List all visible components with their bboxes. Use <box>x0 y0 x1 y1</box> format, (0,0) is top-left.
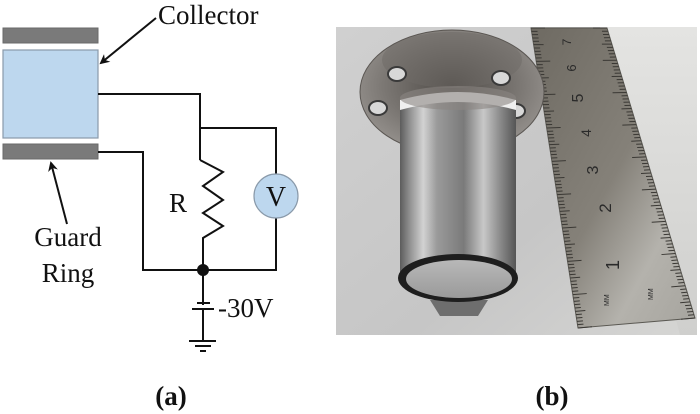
ruler-numeral: 6 <box>564 64 579 71</box>
collector-label: Collector <box>158 0 258 30</box>
resistor-label: R <box>169 188 187 218</box>
ruler-tick <box>688 314 695 316</box>
guard-ring-label-line2: Ring <box>42 258 95 288</box>
ruler-numeral: 5 <box>570 93 587 102</box>
ruler-tick <box>670 269 681 271</box>
collector-wire <box>98 93 201 160</box>
collector-arrow <box>99 17 157 65</box>
ruler-tick <box>557 193 572 196</box>
ruler-unit-mark-right: MM <box>648 288 655 300</box>
ruler-tick <box>576 320 583 322</box>
ruler-tick <box>632 156 647 159</box>
ruler-tick <box>671 285 686 288</box>
probe-body <box>398 86 518 316</box>
flange-hole <box>491 70 511 86</box>
panel-label-b: (b) <box>536 381 569 411</box>
ruler-tick <box>577 326 592 329</box>
guard-ring-plate <box>2 143 99 160</box>
ruler-tick <box>575 310 586 312</box>
collector-electrode <box>2 49 99 139</box>
top-guard-plate <box>2 27 99 44</box>
ruler-tick <box>577 323 584 326</box>
ruler-tick <box>551 160 566 162</box>
panel-b-photo: 7 6 5 4 3 2 1 MM MM <box>336 27 697 335</box>
ruler: 7 6 5 4 3 2 1 MM MM <box>530 27 696 329</box>
panel-a-schematic: V Collector Guard Ring R -30V <box>2 0 299 352</box>
ground-icon <box>189 340 216 352</box>
ruler-tick <box>572 293 587 296</box>
ruler-tick <box>661 253 676 256</box>
guard-ring-arrow <box>48 161 68 225</box>
ruler-tick <box>687 311 694 313</box>
ruler-tick <box>640 172 652 175</box>
ruler-tick <box>562 226 577 229</box>
ruler-numerals: 7 6 5 4 3 2 1 <box>560 38 623 270</box>
resistor-symbol <box>199 159 225 305</box>
panel-label-a: (a) <box>155 381 186 411</box>
ruler-tick <box>650 204 661 207</box>
ruler-numeral: 3 <box>585 165 602 174</box>
bias-voltage-label: -30V <box>218 293 274 323</box>
voltmeter-top-wire <box>200 127 277 174</box>
ruler-numeral: 4 <box>578 129 594 137</box>
voltmeter: V <box>253 173 299 219</box>
ruler-numeral: 7 <box>560 38 574 45</box>
ruler-tick <box>680 301 691 304</box>
ruler-tick <box>622 124 637 126</box>
probe-end-cap <box>406 260 512 298</box>
ruler-tick <box>651 220 666 223</box>
ruler-tick <box>660 236 671 239</box>
ruler-unit-mark-left: MM <box>604 294 611 306</box>
guard-ring-label-line1: Guard <box>34 222 102 252</box>
ruler-tick <box>570 276 581 279</box>
ruler-numeral: 1 <box>603 260 623 270</box>
ruler-tick <box>564 243 575 246</box>
ruler-numeral: 2 <box>596 203 615 212</box>
ruler-tick <box>559 210 570 212</box>
ruler-tick <box>641 188 656 191</box>
ruler-ticks <box>531 27 696 329</box>
junction-node <box>197 264 209 276</box>
flange-hole <box>368 100 388 116</box>
ruler-tick <box>554 176 565 179</box>
ruler-tick <box>681 317 696 320</box>
ruler-tick <box>546 126 561 129</box>
flange-hole <box>387 66 407 82</box>
battery-symbol <box>192 302 214 310</box>
ruler-tick <box>567 259 582 262</box>
circuit-wires <box>98 93 277 341</box>
voltmeter-bottom-wire <box>98 151 277 271</box>
voltmeter-label: V <box>266 182 286 213</box>
